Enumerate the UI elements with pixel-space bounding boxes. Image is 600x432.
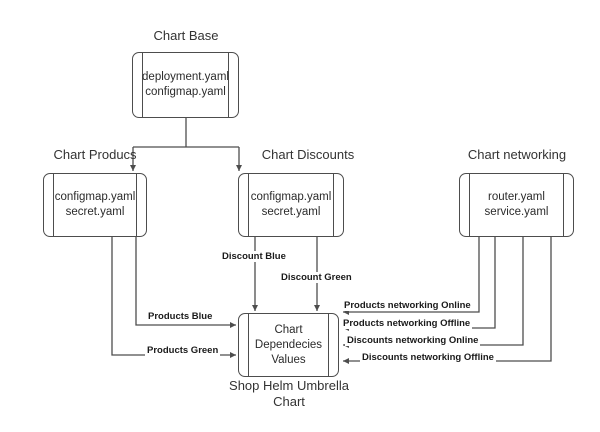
node-body-umbrella: Chart Dependecies Values — [239, 314, 338, 376]
node-line: router.yaml — [488, 191, 545, 203]
edge-products-networking-online — [343, 237, 480, 315]
node-line: configmap.yaml — [250, 191, 332, 203]
edge-label-discounts-networking-online: Discounts networking Online — [345, 335, 481, 346]
node-line: configmap.yaml — [145, 86, 226, 98]
node-body-networking: router.yaml service.yaml — [460, 174, 573, 236]
node-chart-products[interactable]: configmap.yaml secret.yaml — [43, 173, 147, 237]
component-bar-left — [469, 174, 470, 236]
node-title-discounts: Chart Discounts — [261, 147, 355, 162]
edge-label-products-green: Products Green — [145, 345, 221, 356]
edge-label-products-networking-online: Products networking Online — [342, 300, 473, 311]
edge-label-discount-green: Discount Green — [279, 272, 354, 283]
caption-line: Shop Helm Umbrella — [229, 378, 349, 393]
edge-label-products-networking-offline: Products networking Offline — [341, 318, 473, 329]
node-title-networking: Chart networking — [467, 147, 567, 162]
component-bar-left — [142, 53, 143, 117]
node-line: secret.yaml — [261, 206, 321, 218]
node-title-base: Chart Base — [153, 28, 219, 43]
component-bar-left — [248, 174, 249, 236]
node-line: deployment.yaml — [142, 71, 229, 83]
component-bar-left — [248, 314, 249, 376]
node-line: service.yaml — [484, 206, 549, 218]
node-chart-base[interactable]: deployment.yaml configmap.yaml — [132, 52, 239, 118]
node-caption-umbrella: Shop Helm Umbrella Chart — [219, 378, 359, 410]
component-bar-left — [53, 174, 54, 236]
edge-label-products-blue: Products Blue — [146, 311, 215, 322]
node-body-base: deployment.yaml configmap.yaml — [133, 53, 238, 117]
node-chart-discounts[interactable]: configmap.yaml secret.yaml — [238, 173, 344, 237]
edge-label-discount-blue: Discount Blue — [220, 251, 288, 262]
node-line: secret.yaml — [65, 206, 125, 218]
node-chart-networking[interactable]: router.yaml service.yaml — [459, 173, 574, 237]
node-line: configmap.yaml — [54, 191, 136, 203]
component-bar-right — [136, 174, 137, 236]
component-bar-right — [333, 174, 334, 236]
edge-products-blue — [135, 237, 236, 328]
edge-products-networking-offline — [343, 237, 496, 331]
component-bar-right — [563, 174, 564, 236]
node-body-discounts: configmap.yaml secret.yaml — [239, 174, 343, 236]
edge-label-discounts-networking-offline: Discounts networking Offline — [360, 352, 496, 363]
node-umbrella-chart[interactable]: Chart Dependecies Values — [238, 313, 339, 377]
component-bar-right — [328, 314, 329, 376]
caption-line: Chart — [273, 394, 305, 409]
node-line: Dependecies — [254, 338, 323, 351]
node-title-products: Chart Producs — [53, 147, 137, 162]
component-bar-right — [228, 53, 229, 117]
node-body-products: configmap.yaml secret.yaml — [44, 174, 146, 236]
node-line: Values — [271, 353, 306, 366]
edge-products-green — [111, 237, 236, 358]
node-line: Chart — [274, 323, 303, 336]
